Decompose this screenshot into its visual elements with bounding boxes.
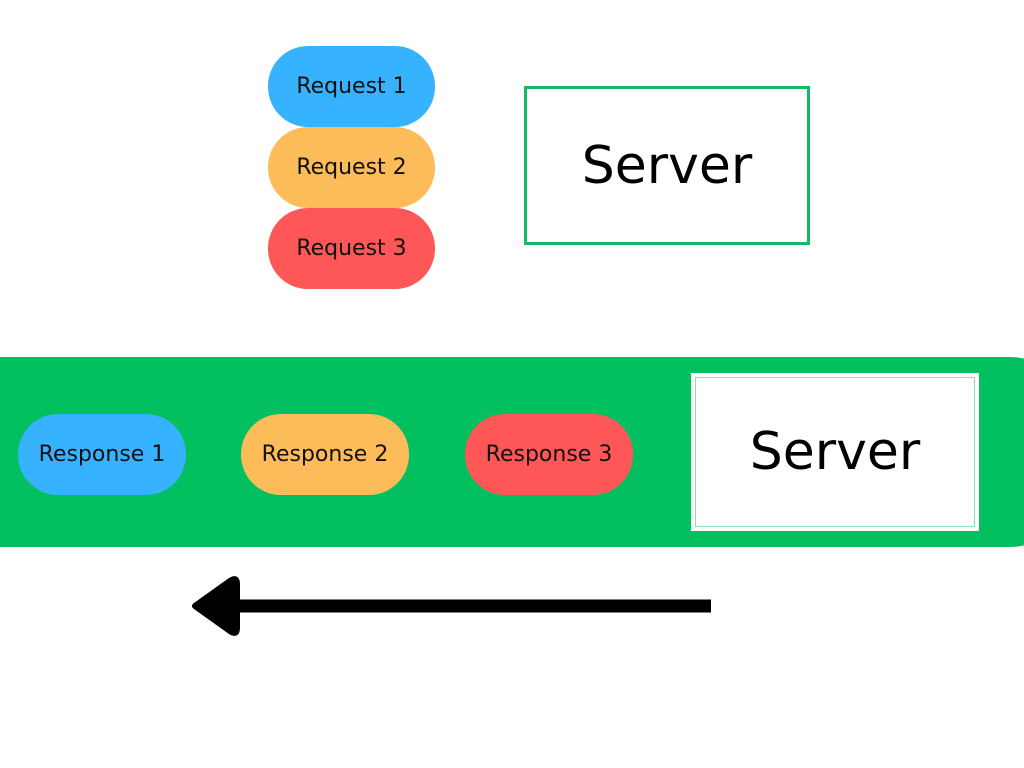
response-3-label: Response 3 xyxy=(485,442,613,467)
response-1-label: Response 1 xyxy=(38,442,166,467)
server-box-top: Server xyxy=(524,86,810,245)
request-2-pill: Request 2 xyxy=(268,127,435,208)
response-2-pill: Response 2 xyxy=(241,414,409,495)
request-3-label: Request 3 xyxy=(296,236,407,261)
server-label-top: Server xyxy=(581,135,753,196)
server-box-bottom: Server xyxy=(691,373,979,531)
response-2-label: Response 2 xyxy=(261,442,389,467)
request-1-label: Request 1 xyxy=(296,74,407,99)
response-1-pill: Response 1 xyxy=(18,414,186,495)
request-3-pill: Request 3 xyxy=(268,208,435,289)
request-1-pill: Request 1 xyxy=(268,46,435,127)
response-3-pill: Response 3 xyxy=(465,414,633,495)
server-label-bottom: Server xyxy=(749,422,921,482)
left-arrow-icon xyxy=(192,576,711,636)
request-2-label: Request 2 xyxy=(296,155,407,180)
